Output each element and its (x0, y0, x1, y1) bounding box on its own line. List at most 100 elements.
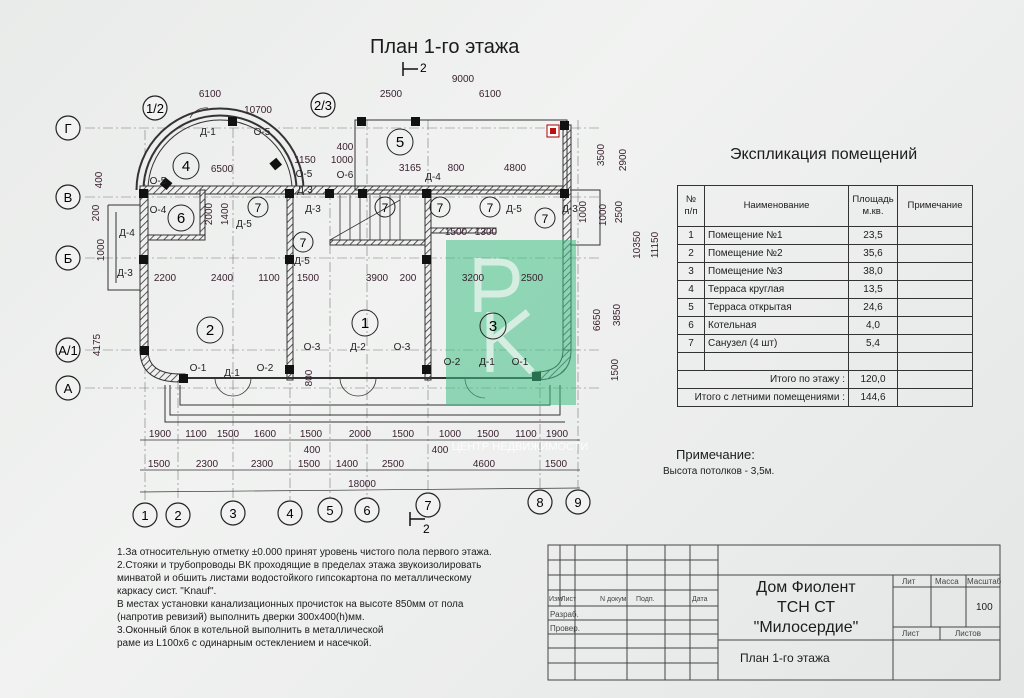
watermark-logo (446, 240, 576, 405)
table-row-empty (677, 352, 973, 371)
room-number: 4 (172, 152, 200, 180)
cell-name: Помещение №2 (704, 244, 849, 263)
room-label: 7 (300, 236, 307, 250)
dimension-label: 400 (304, 445, 321, 456)
dimension-label: 3850 (612, 303, 623, 326)
opening-label: О-3 (304, 342, 321, 353)
col-header-note: Примечание (897, 185, 973, 227)
room-number: 7 (292, 231, 314, 253)
dimension-label: 3165 (399, 163, 422, 174)
opening-label: О-5 (254, 127, 271, 138)
opening-label: Д-5 (236, 219, 252, 230)
axis-label: 6 (363, 503, 370, 518)
axis-bubble: 2 (165, 502, 191, 528)
dimension-label: 1000 (578, 200, 589, 223)
dimension-label: 1000 (331, 155, 354, 166)
dimension-label: 400 (432, 445, 449, 456)
dimension-label: 1500 (148, 459, 171, 470)
axis-bubble: В (55, 184, 81, 210)
project-line: Дом Фиолент (756, 579, 856, 596)
room-label: 2 (206, 322, 214, 339)
axis-bubble: 3 (220, 500, 246, 526)
dimension-label: 2500 (521, 273, 544, 284)
opening-label: О-2 (257, 363, 274, 374)
table-header: № п/п Наименование Площадь м.кв. Примеча… (677, 185, 973, 227)
axis-label: А/1 (58, 343, 78, 358)
opening-label: Д-1 (224, 368, 240, 379)
cell-name: Помещение №3 (704, 262, 849, 281)
columns (139, 117, 569, 383)
watermark-letters-logo (474, 258, 535, 375)
axis-bubble: 9 (565, 489, 591, 515)
dimension-label: 2300 (196, 459, 219, 470)
dimension-label: 2000 (204, 202, 215, 225)
dimension-label: 1300 (475, 227, 498, 238)
opening-label: О-3 (394, 342, 411, 353)
col-list: Лист (561, 596, 577, 603)
dimension-label: 18000 (348, 479, 376, 490)
opening-label: О-5 (296, 169, 313, 180)
remark-heading: Примечание: (676, 447, 755, 462)
project-name: Дом Фиолент ТСН СТ "Милосердие" (720, 578, 892, 638)
note-line: 1.За относительную отметку ±0.000 принят… (117, 547, 492, 558)
dimension-label: 6100 (199, 89, 222, 100)
dimension-label: 800 (304, 369, 315, 386)
axis-bubble: А (55, 375, 81, 401)
dimension-label: 1500 (300, 429, 323, 440)
room-label: 4 (182, 158, 190, 175)
note-line: (напротив ревизий) выполнить дверки 300x… (117, 612, 365, 623)
opening-label: Д-3 (305, 204, 321, 215)
dimension-label: 4175 (92, 333, 103, 356)
dimension-label: 1100 (258, 273, 280, 284)
axis-bubble: 4 (277, 500, 303, 526)
cell-area: 5,4 (848, 334, 898, 353)
axis-label: 9 (574, 495, 581, 510)
dimension-label: 1500 (392, 429, 415, 440)
room-label: 6 (177, 210, 185, 227)
cell-n: 1 (677, 226, 705, 245)
dimension-label: 3500 (596, 143, 607, 166)
opening-label: О-5 (150, 176, 167, 187)
mass-label: Масса (935, 577, 959, 586)
dimension-label: 400 (337, 142, 354, 153)
dimension-label: 6500 (211, 164, 234, 175)
total-floor-label: Итого по этажу : (677, 370, 849, 389)
dimension-label: 1900 (149, 429, 172, 440)
table-row-total-summer: Итого с летними помещениями :144,6 (677, 388, 973, 407)
dimension-label: 1500 (545, 459, 568, 470)
col-doc: N докум (600, 596, 627, 603)
dimension-label: 2500 (382, 459, 405, 470)
grid-lines (85, 110, 600, 500)
dimension-label: 2500 (380, 89, 403, 100)
opening-label: Д-5 (506, 204, 522, 215)
cell-n: 2 (677, 244, 705, 263)
room-label: 7 (487, 201, 494, 215)
section-mark-bottom: 2 (423, 522, 430, 536)
sheet-label: Лист (902, 629, 920, 638)
axis-label: 1 (141, 508, 148, 523)
cell-area: 35,6 (848, 244, 898, 263)
opening-label: Д-3 (562, 204, 578, 215)
note-line: В местах установки канализационных прочи… (117, 599, 464, 610)
dimension-label: 4600 (473, 459, 496, 470)
opening-label: О-1 (512, 357, 529, 368)
dimension-label: 1500 (297, 273, 320, 284)
sheets-label: Листов (955, 629, 981, 638)
room-number: 5 (386, 128, 414, 156)
dimension-label: 1400 (220, 202, 231, 225)
cell-area: 23,5 (848, 226, 898, 245)
opening-label: О-1 (190, 363, 207, 374)
axis-label: 1/2 (146, 101, 164, 116)
lit-label: Лит (902, 577, 916, 586)
dimension-label: 400 (94, 171, 105, 188)
opening-label: Д-4 (119, 228, 135, 239)
room-number: 7 (534, 207, 556, 229)
dimension-label: 200 (91, 204, 102, 221)
dimension-label: 3900 (366, 273, 389, 284)
axis-label: 5 (326, 503, 333, 518)
dimension-label: 1500 (217, 429, 240, 440)
dimension-label: 200 (400, 273, 417, 284)
